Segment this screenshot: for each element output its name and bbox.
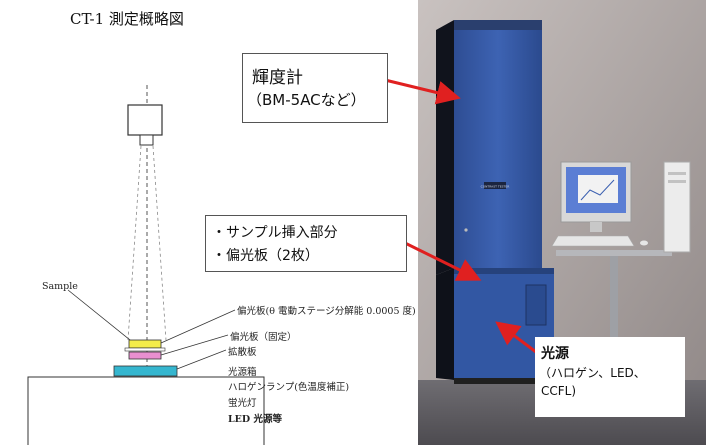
callout-polarizers: ・偏光板（2枚）	[212, 248, 319, 264]
callout-light-source-types: （ハロゲン、LED、	[539, 366, 646, 380]
callout-light-source-ccfl: CCFL)	[541, 384, 577, 398]
callout-luminance-meter-model: （BM-5ACなど）	[247, 91, 366, 109]
diagram-title: CT-1 測定概略図	[70, 10, 184, 28]
pc-tower	[663, 161, 691, 253]
luminance-meter-lens	[139, 134, 154, 146]
sample-label: Sample	[42, 281, 78, 292]
keyboard	[551, 235, 635, 247]
leader-polarizer-rotating	[160, 309, 236, 344]
schematic-drawing	[27, 85, 265, 445]
diffuser-plate	[113, 365, 178, 377]
cone-right	[152, 145, 167, 341]
tower-upper	[454, 20, 542, 270]
device-nameplate-text: CONTRAST TESTER	[481, 185, 510, 189]
caption-fluorescent-lamp: 蛍光灯	[228, 398, 257, 409]
luminance-meter-body	[127, 104, 163, 136]
caption-polarizer-rotating: 偏光板(θ 電動ステージ分解能 0.0005 度)	[237, 306, 416, 317]
callout-luminance-meter-title: 輝度計	[252, 68, 303, 88]
cone-left	[127, 145, 142, 341]
device-nameplate	[484, 182, 506, 189]
polarizer-fixed	[128, 351, 162, 360]
light-source-box	[27, 376, 265, 445]
callout-light-source-title: 光源	[541, 346, 569, 362]
callout-light-source: 光源 （ハロゲン、LED、 CCFL)	[535, 337, 685, 417]
callout-sample-section: ・サンプル挿入部分 ・偏光板（2枚）	[205, 215, 407, 272]
sample-pointer-line	[67, 289, 141, 349]
arrow-luminance-meter	[384, 78, 461, 105]
leader-polarizer-fixed	[160, 334, 229, 356]
arrow-sample-section	[404, 241, 482, 281]
caption-led-source: LED 光源等	[228, 414, 282, 425]
leader-diffuser	[176, 349, 227, 370]
arrow-light-source	[495, 321, 541, 357]
sample-plate	[124, 347, 166, 352]
caption-polarizer-fixed: 偏光板（固定）	[230, 332, 297, 343]
caption-diffuser: 拡散板	[228, 347, 257, 358]
callout-sample-insert: ・サンプル挿入部分	[212, 225, 338, 241]
caption-halogen-lamp: ハロゲンランプ(色温度補正)	[228, 382, 350, 393]
caption-light-box: 光源箱	[228, 367, 257, 378]
callout-luminance-meter: 輝度計 （BM-5ACなど）	[242, 53, 388, 123]
